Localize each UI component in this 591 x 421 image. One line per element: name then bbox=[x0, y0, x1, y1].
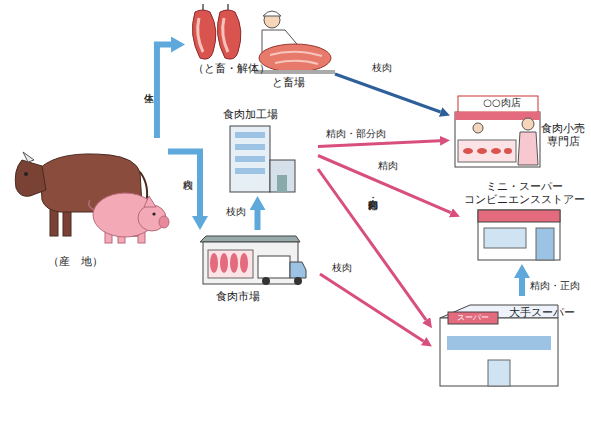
convenience-store: ミニ・スーパー コンビニエンスストアー bbox=[460, 178, 588, 264]
butcher-shop: ○○肉店食肉小売専門店 bbox=[450, 92, 588, 170]
flow-arrow bbox=[157, 45, 171, 138]
meat-cut bbox=[491, 148, 501, 154]
carcass bbox=[192, 10, 215, 59]
origin-livestock: （産 地） bbox=[10, 138, 168, 273]
cow-horn bbox=[23, 152, 34, 162]
meat-cut bbox=[463, 148, 473, 154]
node-label: スーパー bbox=[448, 313, 498, 323]
node-label: （と畜・解体） bbox=[186, 62, 276, 75]
door bbox=[488, 360, 510, 386]
pig-illustration bbox=[89, 193, 169, 243]
node-label: 食肉加工場 bbox=[210, 108, 290, 121]
pig-snout bbox=[159, 216, 169, 228]
meat-cut bbox=[504, 148, 512, 154]
carcass-fat bbox=[198, 18, 203, 52]
window-row bbox=[447, 336, 551, 350]
market-opening bbox=[208, 250, 253, 278]
store-window bbox=[484, 228, 526, 248]
pig-eye bbox=[152, 212, 155, 215]
window bbox=[235, 144, 265, 150]
edge-label: 精肉・正肉 bbox=[530, 280, 580, 292]
store-door bbox=[536, 228, 554, 260]
node-label: ミニ・スーパー コンビニエンスストアー bbox=[462, 180, 586, 206]
hanging-carcass bbox=[210, 253, 218, 273]
hanging-carcass bbox=[230, 253, 238, 273]
meat-block bbox=[259, 44, 331, 72]
node-label: ○○肉店 bbox=[460, 97, 544, 109]
truck-wheel bbox=[262, 277, 270, 285]
meat-cut bbox=[477, 148, 487, 154]
cow-head bbox=[15, 160, 46, 196]
node-label: 食肉市場 bbox=[203, 290, 273, 303]
building-wall bbox=[230, 126, 270, 192]
node-label: 食肉小売専門店 bbox=[540, 122, 586, 148]
flow-arrow bbox=[318, 141, 440, 147]
butcher-cap bbox=[263, 11, 281, 16]
supermarket: スーパー大手スーパー bbox=[432, 296, 582, 388]
customer-body bbox=[518, 132, 538, 165]
edge-label: 精肉・部分肉 bbox=[366, 192, 378, 229]
flow-arrow bbox=[335, 74, 441, 112]
shop-wall bbox=[455, 112, 540, 167]
customer bbox=[522, 118, 534, 130]
window bbox=[235, 156, 265, 162]
node-label: （産 地） bbox=[35, 255, 115, 268]
door bbox=[277, 175, 287, 192]
meat-counter bbox=[458, 140, 516, 162]
truck-cab bbox=[290, 262, 306, 278]
supermarket-sign bbox=[448, 312, 498, 324]
meat-processing-plant: 食肉加工場 bbox=[208, 106, 318, 196]
edge-label: 精肉・部分肉 bbox=[326, 128, 386, 140]
cow-eye bbox=[24, 172, 28, 176]
carcass bbox=[217, 10, 240, 59]
window bbox=[235, 168, 265, 174]
edge-label: 枝肉 bbox=[372, 62, 392, 74]
slaughterhouse: （と畜・解体）と畜場 bbox=[185, 5, 335, 97]
edge-label: 枝肉 bbox=[332, 262, 352, 274]
store-wall bbox=[478, 210, 560, 260]
edge-label: 精肉 bbox=[378, 160, 398, 172]
meat-marbling bbox=[270, 52, 322, 64]
roof bbox=[200, 236, 300, 242]
node-label: 大手スーパー bbox=[502, 306, 582, 319]
meat-market-building bbox=[200, 236, 306, 285]
edge-label: 枝肉 bbox=[226, 206, 246, 218]
building-wall bbox=[203, 242, 298, 284]
convenience-store-building bbox=[478, 210, 560, 260]
carcass-illustration bbox=[192, 4, 240, 59]
processing-plant-building bbox=[230, 126, 295, 192]
flow-arrow bbox=[168, 152, 200, 217]
hanging-carcass bbox=[220, 253, 228, 273]
building-annex bbox=[270, 160, 295, 192]
truck-cargo bbox=[258, 256, 290, 278]
flow-arrow bbox=[318, 169, 426, 320]
shop-clerk bbox=[473, 123, 483, 133]
node-label: と畜場 bbox=[258, 76, 318, 89]
flow-arrow bbox=[519, 278, 525, 296]
window bbox=[235, 132, 265, 138]
meat-market: 食肉市場 bbox=[195, 230, 320, 310]
pig-tail bbox=[89, 200, 94, 210]
butcher-head bbox=[264, 12, 280, 28]
flow-arrow bbox=[318, 156, 451, 213]
edge-label: 生体 bbox=[142, 85, 154, 111]
edge-label: 枝肉 bbox=[181, 172, 193, 198]
hanging-carcass bbox=[240, 253, 248, 273]
store-sign bbox=[478, 210, 560, 222]
flow-arrow bbox=[255, 210, 261, 230]
building-wall bbox=[440, 318, 558, 386]
pig-ear bbox=[144, 196, 156, 207]
flow-arrow bbox=[320, 274, 424, 341]
carcass-fat bbox=[223, 18, 228, 52]
truck-wheel bbox=[294, 277, 302, 285]
